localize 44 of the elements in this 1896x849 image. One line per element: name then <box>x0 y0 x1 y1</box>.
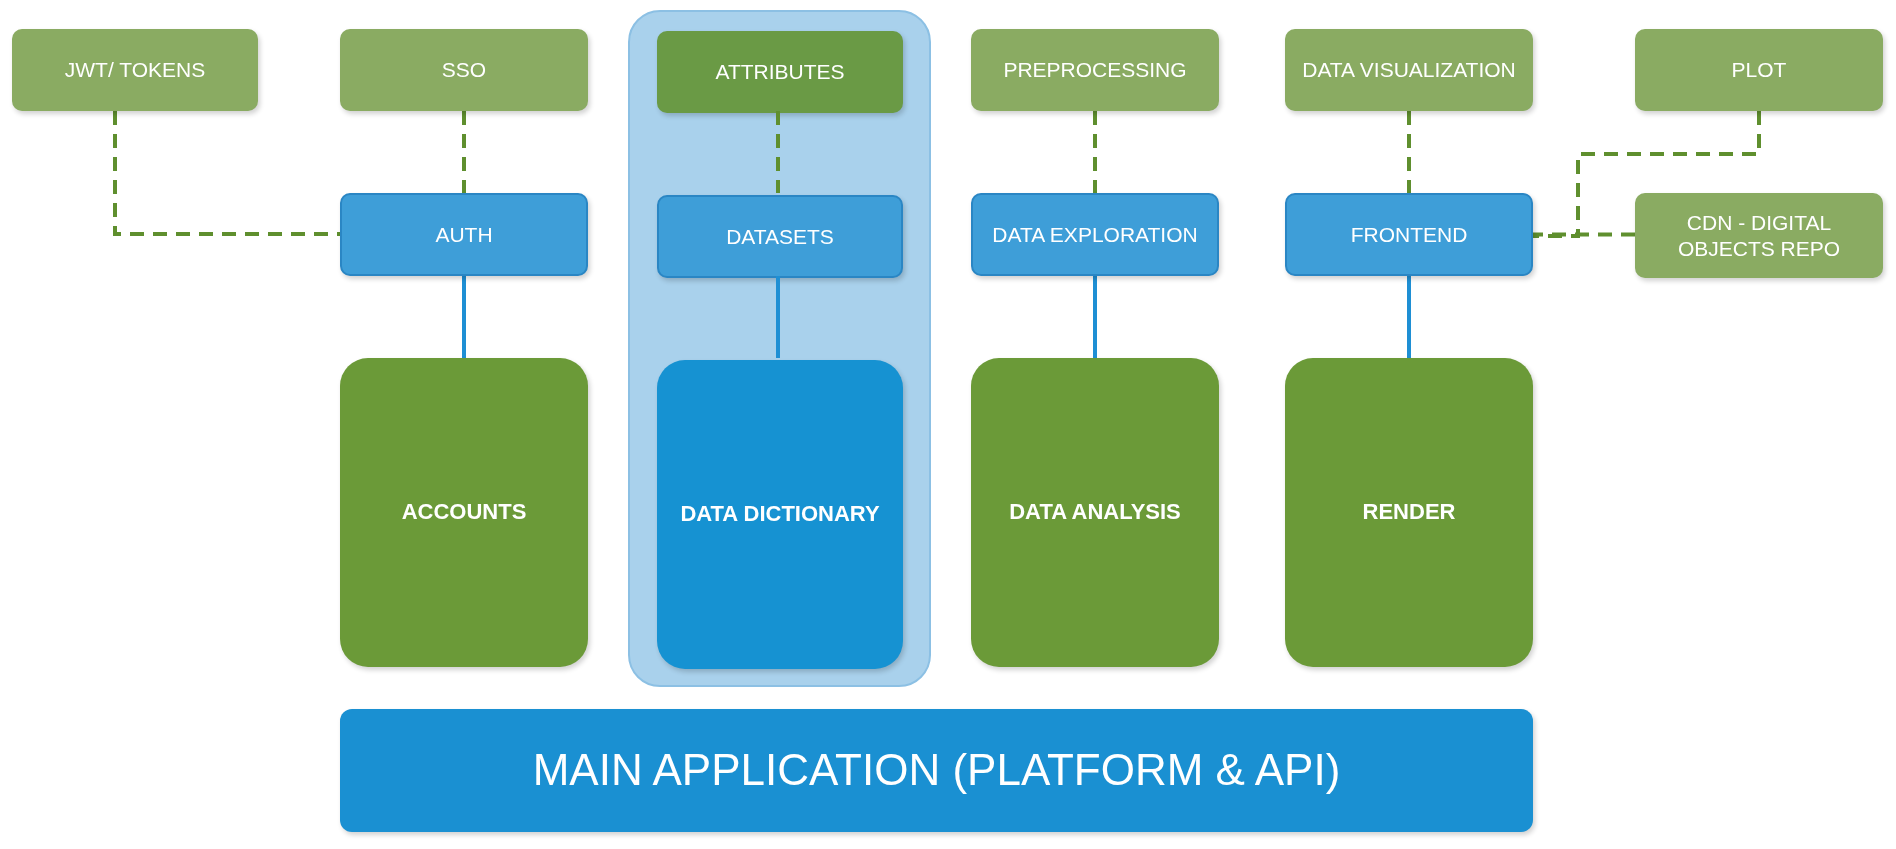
connector-line <box>776 111 780 193</box>
node-label: RENDER <box>1362 499 1456 526</box>
label-box <box>1635 193 1883 278</box>
node-label: ATTRIBUTES <box>715 59 845 85</box>
connector-line <box>462 111 466 193</box>
node-label: PREPROCESSING <box>1003 57 1187 83</box>
node-label: CDN - DIGITAL OBJECTS REPO <box>1676 210 1842 261</box>
connector-line <box>1093 111 1097 193</box>
component-box <box>1285 358 1533 667</box>
component-box <box>657 360 903 669</box>
label-box <box>340 29 588 111</box>
node-label: DATA DICTIONARY <box>680 501 880 528</box>
node-label: DATASETS <box>726 223 834 250</box>
node-label: FRONTEND <box>1350 221 1468 248</box>
node-label: SSO <box>441 57 487 83</box>
label-box <box>971 29 1219 111</box>
label-box <box>1285 29 1533 111</box>
platform-bar <box>340 709 1533 832</box>
module-box <box>340 193 588 276</box>
connector-line <box>1407 276 1411 358</box>
node-label: DATA EXPLORATION <box>992 221 1198 248</box>
connector-line <box>1093 276 1097 358</box>
node-label: AUTH <box>435 221 493 248</box>
module-box <box>657 195 903 278</box>
node-label: ACCOUNTS <box>401 499 527 526</box>
module-box <box>1285 193 1533 276</box>
node-label: DATA ANALYSIS <box>1009 499 1181 526</box>
label-box <box>657 31 903 113</box>
component-box <box>971 358 1219 667</box>
connector-line <box>1407 111 1411 193</box>
component-box <box>340 358 588 667</box>
connector-line <box>1533 232 1635 237</box>
label-box <box>1635 29 1883 111</box>
node-label: MAIN APPLICATION (PLATFORM & API) <box>532 744 1341 797</box>
connector-line <box>462 276 466 358</box>
node-label: DATA VISUALIZATION <box>1302 57 1516 83</box>
connector-line <box>1533 111 1761 238</box>
connector-line <box>113 111 340 236</box>
module-box <box>971 193 1219 276</box>
node-label: PLOT <box>1731 57 1787 83</box>
label-box <box>12 29 258 111</box>
group-panel <box>628 10 931 687</box>
node-label: JWT/ TOKENS <box>64 57 206 83</box>
connector-line <box>776 276 780 358</box>
